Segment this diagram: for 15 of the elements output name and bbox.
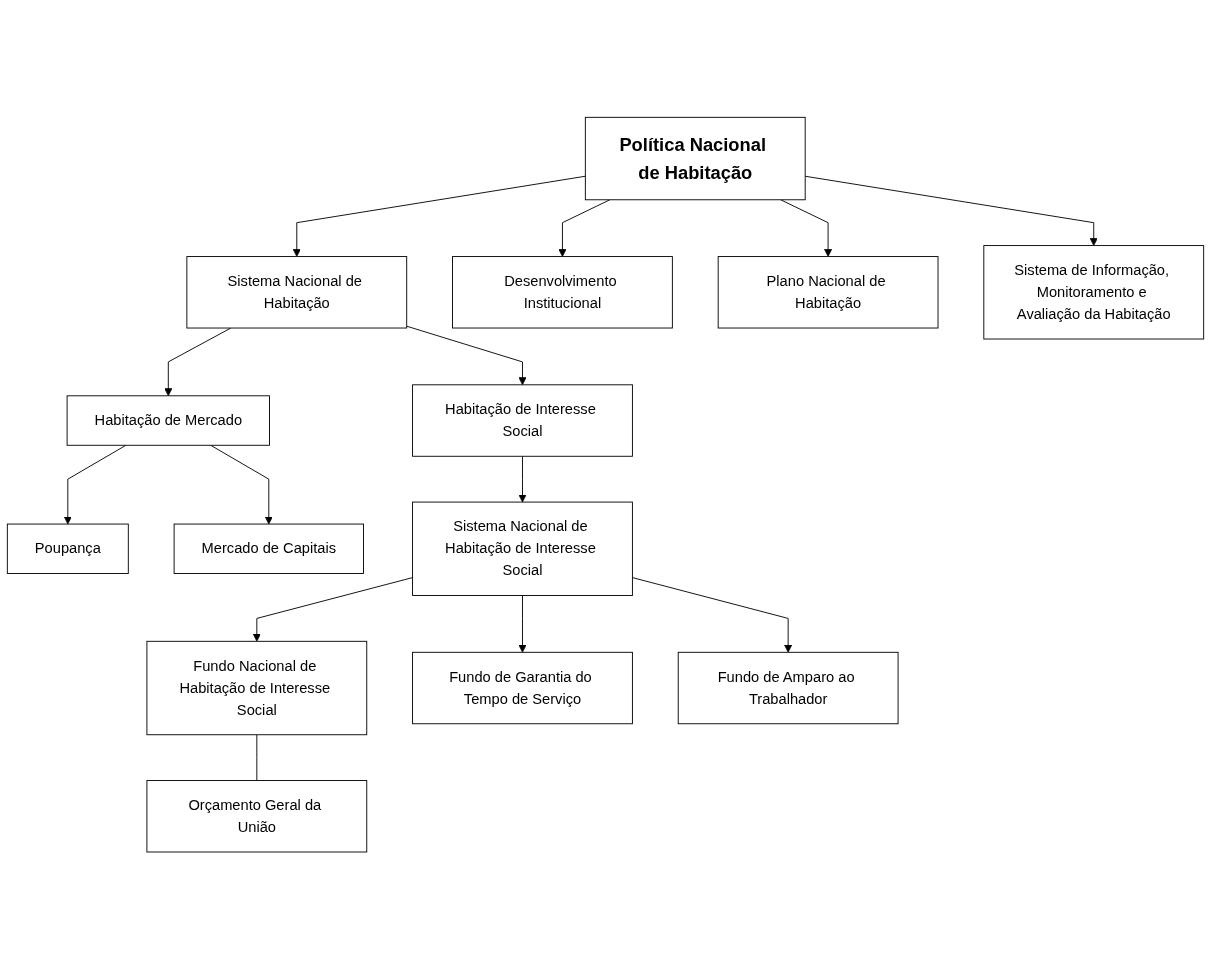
connector: [256, 734, 258, 781]
node-box: Fundo de Garantia do Tempo de Serviço: [412, 651, 633, 725]
node-box: Desenvolvimento Institucional: [452, 255, 673, 329]
node-box: Fundo de Amparo ao Trabalhador: [677, 651, 899, 725]
node-box: Habitação de Mercado: [66, 395, 270, 446]
node-box: Plano Nacional de Habitação: [717, 255, 939, 329]
node-box: Fundo Nacional de Habitação de Interesse Social: [146, 640, 368, 736]
node-box: Sistema Nacional de Habitação de Interesse Social: [412, 501, 633, 596]
node-box: Orçamento Geral da União: [146, 779, 368, 853]
node-box: Sistema Nacional de Habitação: [186, 255, 408, 329]
node-box: Mercado de Capitais: [173, 523, 364, 574]
node-box: Habitação de Interesse Social: [412, 384, 633, 457]
node-box: Poupança: [6, 523, 129, 574]
node-box: Política Nacional de Habitação: [584, 116, 806, 201]
node-box: Sistema de Informação, Monitoramento e Avaliação da Habitação: [983, 244, 1205, 340]
